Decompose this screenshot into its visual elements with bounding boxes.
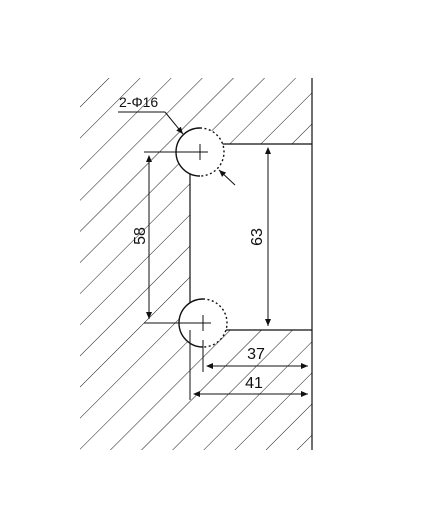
dim-41-label: 41 — [245, 375, 263, 392]
dim-58-lines — [144, 151, 195, 324]
top-hole — [175, 127, 225, 177]
dim-41-lines — [189, 330, 308, 400]
hole-callout-label: 2-Φ16 — [119, 94, 158, 110]
hatched-section — [80, 78, 312, 450]
dim-63-label: 63 — [249, 228, 266, 246]
dim-37-label: 37 — [247, 346, 265, 363]
hole-callout-leader — [118, 111, 236, 186]
dim-58-label: 58 — [132, 227, 149, 245]
dim-37-lines — [202, 330, 313, 372]
